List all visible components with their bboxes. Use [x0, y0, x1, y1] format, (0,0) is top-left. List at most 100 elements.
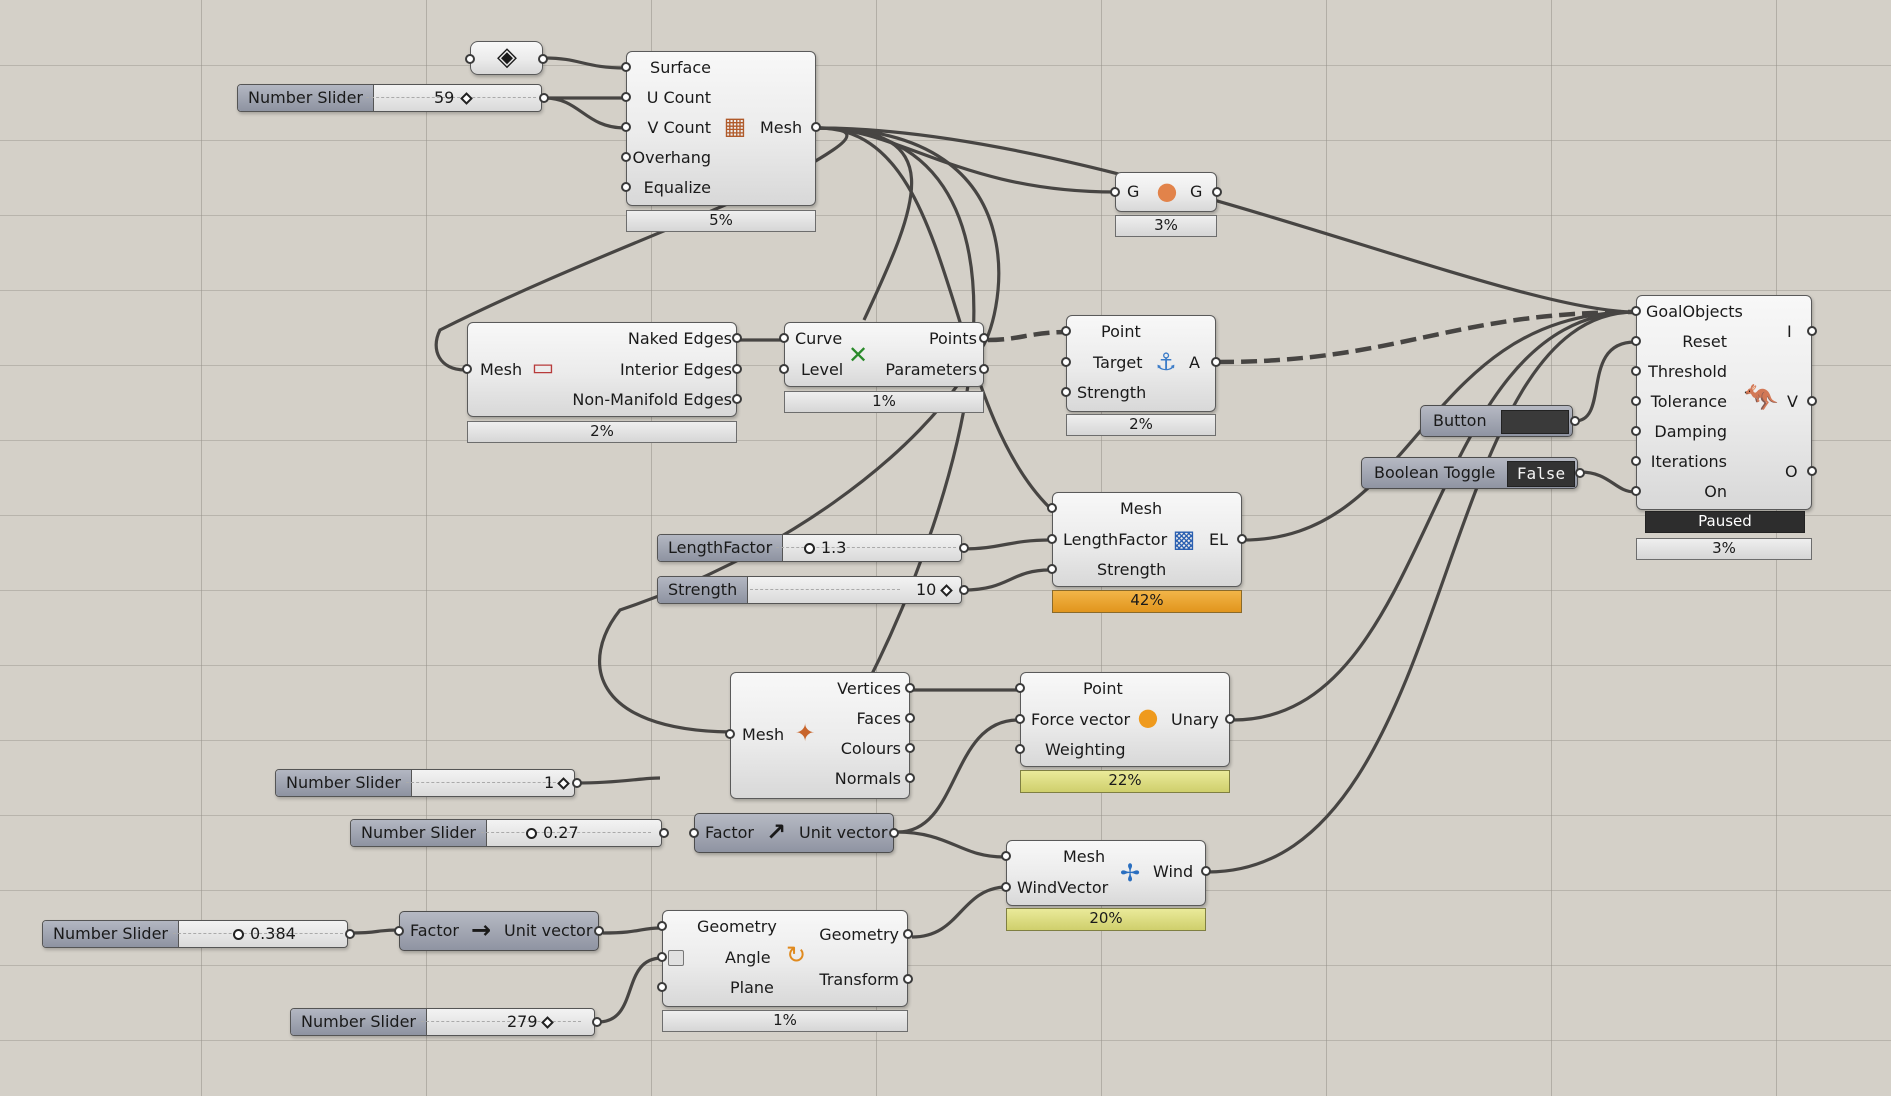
- input-grip[interactable]: [1631, 396, 1641, 406]
- profiler-bar: 22%: [1020, 770, 1230, 793]
- output-grip[interactable]: [905, 743, 915, 753]
- input-grip[interactable]: [1001, 882, 1011, 892]
- input-grip[interactable]: [1015, 683, 1025, 693]
- anchor-component[interactable]: Point Target Strength ⚓ A: [1061, 315, 1221, 412]
- deconstruct-mesh-component[interactable]: Mesh ✦ Vertices Faces Colours Normals: [725, 672, 915, 799]
- input-grip[interactable]: [394, 926, 404, 936]
- number-slider-027[interactable]: Number Slider 0.27: [350, 819, 669, 847]
- output-grip[interactable]: [1225, 714, 1235, 724]
- output-grip[interactable]: [979, 333, 989, 343]
- input-grip[interactable]: [621, 122, 631, 132]
- button-face[interactable]: [1501, 410, 1569, 434]
- goal-geometry-component[interactable]: G ● G: [1110, 172, 1222, 212]
- number-slider-ucount[interactable]: Number Slider 59: [237, 84, 549, 112]
- unary-force-component[interactable]: Point Force vector Weighting ● Unary: [1015, 672, 1235, 767]
- output-grip[interactable]: [1807, 466, 1817, 476]
- unit-z-component[interactable]: Factor ↗ Unit vector: [689, 813, 899, 853]
- input-grip[interactable]: [621, 62, 631, 72]
- output-grip[interactable]: [1807, 326, 1817, 336]
- unit-x-component[interactable]: Factor → Unit vector: [394, 911, 604, 951]
- output-grip[interactable]: [959, 543, 969, 553]
- output-grip[interactable]: [903, 929, 913, 939]
- input-grip[interactable]: [725, 729, 735, 739]
- slider-knob[interactable]: [233, 929, 244, 940]
- discontinuity-component[interactable]: Curve Level ✕ Points Parameters: [779, 322, 989, 387]
- toggle-value[interactable]: False: [1507, 461, 1575, 487]
- number-slider-0384[interactable]: Number Slider 0.384: [42, 920, 355, 948]
- kangaroo-solver-component[interactable]: GoalObjects Reset Threshold Tolerance Da…: [1631, 295, 1817, 510]
- edge-lengths-component[interactable]: Mesh LengthFactor Strength ▩ EL: [1047, 492, 1247, 587]
- wind-component[interactable]: Mesh WindVector ✢ Wind: [1001, 840, 1211, 906]
- output-grip[interactable]: [732, 394, 742, 404]
- output-grip[interactable]: [659, 828, 669, 838]
- input-grip[interactable]: [1047, 564, 1057, 574]
- input-grip[interactable]: [779, 333, 789, 343]
- input-grip[interactable]: [1631, 486, 1641, 496]
- output-grip[interactable]: [732, 364, 742, 374]
- input-grip[interactable]: [621, 92, 631, 102]
- output-grip[interactable]: [1575, 468, 1585, 478]
- output-grip[interactable]: [345, 929, 355, 939]
- output-grip[interactable]: [1211, 357, 1221, 367]
- output-grip[interactable]: [811, 122, 821, 132]
- output-grip[interactable]: [959, 585, 969, 595]
- output-grip[interactable]: [539, 93, 549, 103]
- input-grip[interactable]: [1047, 503, 1057, 513]
- output-grip[interactable]: [1212, 187, 1222, 197]
- angle-radians-toggle[interactable]: [668, 950, 684, 966]
- mesh-surface-component[interactable]: Surface U Count V Count Overhang Equaliz…: [621, 51, 821, 206]
- input-grip[interactable]: [1015, 744, 1025, 754]
- slider-strength[interactable]: Strength 10: [657, 576, 969, 604]
- output-grip[interactable]: [1807, 396, 1817, 406]
- output-grip[interactable]: [903, 974, 913, 984]
- input-grip[interactable]: [1061, 326, 1071, 336]
- rotate-component[interactable]: Geometry Angle Plane ↻ Geometry Transfor…: [657, 910, 913, 1007]
- output-grip[interactable]: [1237, 534, 1247, 544]
- slider-name: LengthFactor: [658, 535, 784, 561]
- input-grip[interactable]: [657, 952, 667, 962]
- output-grip[interactable]: [594, 926, 604, 936]
- output-grip[interactable]: [889, 828, 899, 838]
- input-grip[interactable]: [1061, 357, 1071, 367]
- output-grip[interactable]: [592, 1017, 602, 1027]
- number-slider-1[interactable]: Number Slider 1: [275, 769, 582, 797]
- input-grip[interactable]: [1631, 426, 1641, 436]
- output-grip[interactable]: [905, 713, 915, 723]
- input-grip[interactable]: [1631, 306, 1641, 316]
- slider-length-factor[interactable]: LengthFactor 1.3: [657, 534, 969, 562]
- input-grip[interactable]: [1001, 851, 1011, 861]
- brep-param[interactable]: ◈: [465, 41, 548, 75]
- input-grip[interactable]: [465, 54, 475, 64]
- button-component[interactable]: Button: [1420, 405, 1580, 437]
- number-slider-279[interactable]: Number Slider 279: [290, 1008, 602, 1036]
- input-grip[interactable]: [1015, 714, 1025, 724]
- input-grip[interactable]: [689, 828, 699, 838]
- input-grip[interactable]: [1631, 456, 1641, 466]
- input-grip[interactable]: [621, 182, 631, 192]
- output-grip[interactable]: [732, 333, 742, 343]
- output-grip[interactable]: [572, 778, 582, 788]
- input-grip[interactable]: [1631, 336, 1641, 346]
- mesh-edges-component[interactable]: Mesh ▭ Naked Edges Interior Edges Non-Ma…: [462, 322, 742, 417]
- kangaroo-solver-icon: 🦘: [1743, 381, 1779, 414]
- input-grip[interactable]: [779, 364, 789, 374]
- slider-knob[interactable]: [804, 543, 815, 554]
- output-grip[interactable]: [1201, 866, 1211, 876]
- input-grip[interactable]: [1110, 187, 1120, 197]
- input-grip[interactable]: [1061, 387, 1071, 397]
- slider-knob[interactable]: [940, 584, 953, 597]
- slider-knob[interactable]: [526, 828, 537, 839]
- input-grip[interactable]: [462, 364, 472, 374]
- input-grip[interactable]: [1631, 366, 1641, 376]
- output-grip[interactable]: [905, 683, 915, 693]
- input-grip[interactable]: [1047, 534, 1057, 544]
- boolean-toggle-component[interactable]: Boolean Toggle False: [1361, 457, 1585, 489]
- input-grip[interactable]: [657, 982, 667, 992]
- output-grip[interactable]: [979, 364, 989, 374]
- input-grip[interactable]: [621, 152, 631, 162]
- input-grip[interactable]: [657, 921, 667, 931]
- output-grip[interactable]: [905, 773, 915, 783]
- output-grip[interactable]: [538, 54, 548, 64]
- output-grip[interactable]: [1570, 416, 1580, 426]
